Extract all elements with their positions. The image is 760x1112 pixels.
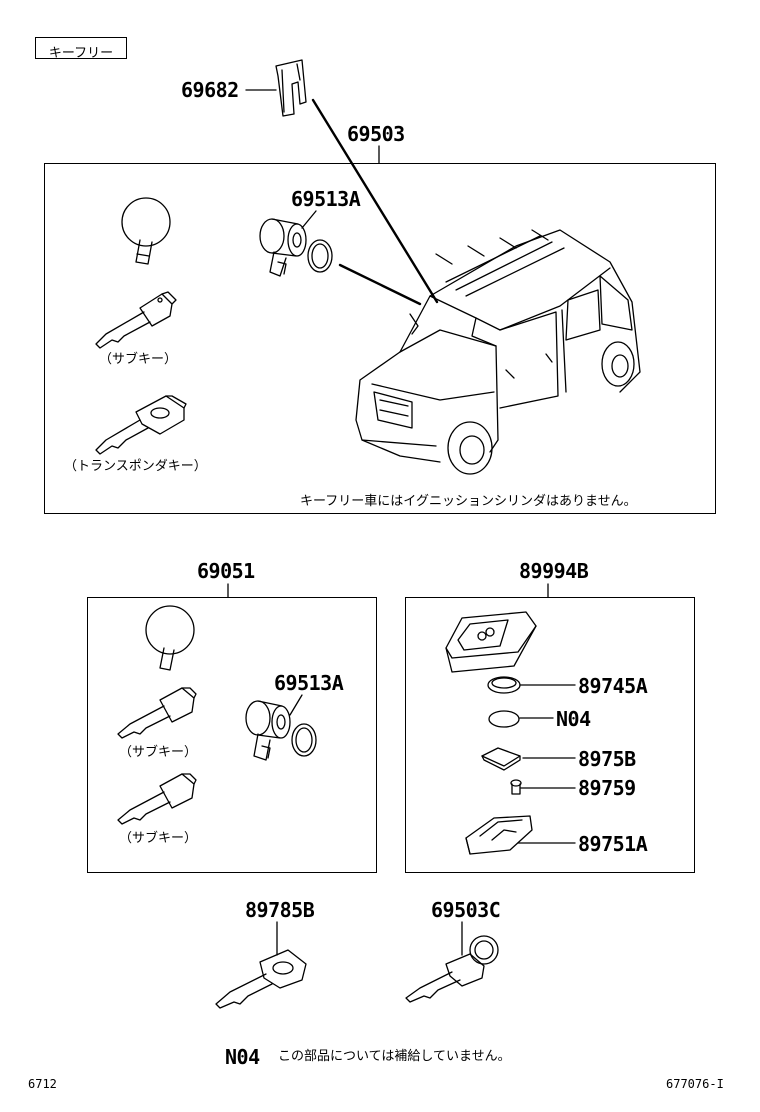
part-number-89751A: 89751A bbox=[578, 832, 648, 856]
key-free-note: キーフリー車にはイグニッションシリンダはありません。 bbox=[300, 494, 637, 509]
key-with-ring-icon bbox=[406, 936, 498, 1002]
clip-part-69682 bbox=[276, 60, 306, 116]
caption-sub-key-3: （サブキー） bbox=[119, 831, 198, 846]
part-number-89745A: 89745A bbox=[578, 674, 648, 698]
key-free-tag-label: キーフリー bbox=[48, 46, 114, 61]
part-number-89759: 89759 bbox=[578, 776, 636, 800]
footer-left-code: 6712 bbox=[28, 1077, 57, 1091]
transmitter-case-icon bbox=[466, 816, 532, 854]
part-number-89994B: 89994B bbox=[519, 559, 589, 583]
footnote-text: この部品については補給していません。 bbox=[278, 1049, 511, 1064]
caption-sub-key: （サブキー） bbox=[99, 352, 178, 367]
master-key-icon bbox=[216, 950, 306, 1008]
part-number-8975B: 8975B bbox=[578, 747, 636, 771]
part-number-69503: 69503 bbox=[347, 122, 405, 146]
battery-icon bbox=[488, 677, 520, 693]
part-number-89785B: 89785B bbox=[245, 898, 315, 922]
caption-transponder-key: （トランスポンダキー） bbox=[64, 459, 207, 474]
assembly-box-89994B bbox=[405, 597, 695, 873]
sub-key-icon bbox=[96, 292, 176, 348]
key-tag-icon bbox=[122, 198, 170, 264]
transmitter-cover-icon bbox=[446, 612, 536, 672]
part-number-69513A-2: 69513A bbox=[274, 671, 344, 695]
leader-lines bbox=[228, 90, 575, 955]
cylinder-ring-icon-2 bbox=[292, 724, 316, 756]
caption-sub-key-2: （サブキー） bbox=[119, 745, 198, 760]
gasket-icon bbox=[489, 711, 519, 727]
ignition-cylinder-icon bbox=[260, 219, 306, 276]
footnote-code: N04 bbox=[225, 1045, 260, 1069]
ignition-cylinder-icon-2 bbox=[246, 701, 290, 760]
part-number-69503C: 69503C bbox=[431, 898, 501, 922]
transponder-key-icon bbox=[96, 396, 186, 454]
part-number-69513A: 69513A bbox=[291, 187, 361, 211]
key-tag-icon-2 bbox=[146, 606, 194, 670]
screw-icon bbox=[511, 780, 521, 794]
key-free-tag: キーフリー bbox=[35, 37, 127, 61]
cylinder-ring-icon bbox=[308, 240, 332, 272]
assembly-box-69503 bbox=[44, 163, 716, 514]
part-number-N04: N04 bbox=[556, 707, 591, 731]
part-number-69051: 69051 bbox=[197, 559, 255, 583]
part-number-69682: 69682 bbox=[181, 78, 239, 102]
sub-key-icon-2 bbox=[118, 688, 196, 738]
sub-key-icon-3 bbox=[118, 774, 196, 824]
assembly-box-69051 bbox=[87, 597, 377, 873]
circuit-board-icon bbox=[482, 748, 520, 770]
vehicle-illustration bbox=[356, 230, 640, 474]
footer-right-code: 677076-I bbox=[666, 1077, 724, 1091]
